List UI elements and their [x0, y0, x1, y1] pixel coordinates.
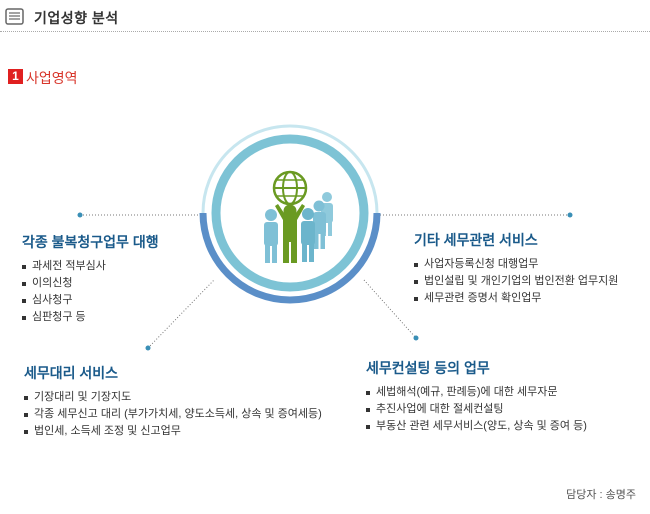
list-item: 각종 세무신고 대리 (부가가치세, 양도소득세, 상속 및 증여세등)	[24, 406, 322, 423]
header-divider	[0, 31, 650, 32]
connector-dot-top-right	[567, 212, 573, 218]
section-title: 사업영역	[26, 70, 78, 86]
list-item: 법인세, 소득세 조정 및 신고업무	[24, 423, 322, 440]
list-item: 과세전 적부심사	[22, 258, 159, 275]
block-tax-agency-services: 세무대리 서비스 기장대리 및 기장지도 각종 세무신고 대리 (부가가치세, …	[24, 363, 322, 440]
list-item: 세무관련 증명서 확인업무	[414, 290, 618, 307]
people-group-icon	[264, 192, 333, 263]
block-title: 세무컨설팅 등의 업무	[366, 360, 490, 376]
block-list: 과세전 적부심사 이의신청 심사청구 심판청구 등	[22, 258, 159, 326]
block-list: 세법해석(예규, 판례등)에 대한 세무자문 추진사업에 대한 절세컨설팅 부동…	[366, 384, 587, 435]
page-header: 기업성향 분석	[0, 0, 650, 34]
manager-credit: 담당자 : 송명주	[566, 489, 636, 501]
page-title: 기업성향 분석	[34, 10, 119, 26]
block-list: 사업자등록신청 대행업무 법인설립 및 개인기업의 법인전환 업무지원 세무관련…	[414, 256, 618, 307]
list-item: 부동산 관련 세무서비스(양도, 상속 및 증여 등)	[366, 418, 587, 435]
block-tax-consulting: 세무컨설팅 등의 업무 세법해석(예규, 판례등)에 대한 세무자문 추진사업에…	[366, 358, 587, 435]
list-item: 추진사업에 대한 절세컨설팅	[366, 401, 587, 418]
connector-dot-top-left	[77, 212, 83, 218]
block-title: 기타 세무관련 서비스	[414, 232, 538, 248]
list-item: 세법해석(예규, 판례등)에 대한 세무자문	[366, 384, 587, 401]
list-item: 법인설립 및 개인기업의 법인전환 업무지원	[414, 273, 618, 290]
connector-dot-bottom-left	[145, 345, 151, 351]
block-title: 각종 불복청구업무 대행	[22, 234, 159, 250]
globe-icon	[272, 170, 308, 206]
list-item: 심판청구 등	[22, 309, 159, 326]
list-item: 심사청구	[22, 292, 159, 309]
list-item: 이의신청	[22, 275, 159, 292]
list-document-icon	[5, 8, 24, 25]
block-title: 세무대리 서비스	[24, 365, 119, 381]
connector-bottom-left	[147, 279, 215, 349]
connector-bottom-right	[363, 279, 417, 339]
list-item: 기장대리 및 기장지도	[24, 389, 322, 406]
connector-dot-bottom-right	[413, 335, 419, 341]
outer-ring-lower-arc	[199, 212, 381, 304]
block-list: 기장대리 및 기장지도 각종 세무신고 대리 (부가가치세, 양도소득세, 상속…	[24, 389, 322, 440]
list-item: 사업자등록신청 대행업무	[414, 256, 618, 273]
section-number-badge: 1	[8, 69, 23, 84]
block-other-tax-services: 기타 세무관련 서비스 사업자등록신청 대행업무 법인설립 및 개인기업의 법인…	[414, 230, 618, 307]
block-appeal-services: 각종 불복청구업무 대행 과세전 적부심사 이의신청 심사청구 심판청구 등	[22, 232, 159, 326]
